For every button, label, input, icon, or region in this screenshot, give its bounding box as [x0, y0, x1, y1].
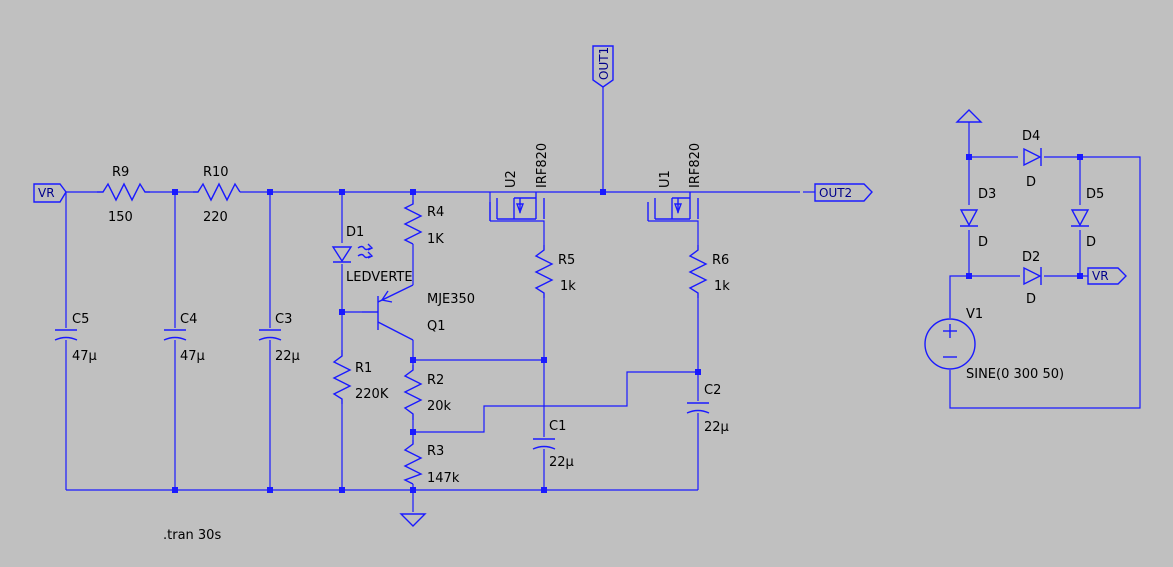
net-flag-out1-label: OUT1 [597, 47, 611, 80]
value-u2: IRF820 [535, 143, 550, 188]
wires [65, 86, 1141, 512]
value-c1: 22µ [549, 455, 574, 470]
value-d1: LEDVERTE [346, 270, 413, 285]
label-r4: R4 [427, 205, 444, 220]
net-flag-vr-in[interactable]: VR [33, 183, 67, 203]
capacitor-c3[interactable] [258, 329, 282, 341]
value-r2: 20k [427, 399, 452, 414]
label-r5: R5 [558, 253, 575, 268]
label-d5: D5 [1086, 187, 1104, 202]
resistor-r5[interactable] [534, 245, 554, 298]
value-r3: 147k [427, 471, 460, 486]
value-r6: 1k [714, 279, 730, 294]
resistor-r4[interactable] [403, 200, 423, 245]
value-v1: SINE(0 300 50) [966, 367, 1064, 382]
resistor-r6[interactable] [688, 245, 708, 298]
mosfet-u2[interactable] [489, 192, 545, 221]
label-r10: R10 [203, 165, 229, 180]
label-d2: D2 [1022, 250, 1040, 265]
label-c5: C5 [72, 312, 89, 327]
resistor-r9[interactable] [97, 182, 150, 202]
label-q1: Q1 [427, 319, 446, 334]
diode-d5[interactable] [1070, 209, 1090, 227]
diode-d4[interactable] [1023, 147, 1042, 167]
diode-d2[interactable] [1023, 266, 1042, 286]
value-d5: D [1086, 235, 1096, 250]
net-flag-vr-out-label: VR [1092, 269, 1109, 283]
ground-icon-bridge [955, 109, 983, 123]
resistor-r2[interactable] [403, 365, 423, 420]
label-c3: C3 [275, 312, 292, 327]
value-r9: 150 [108, 210, 133, 225]
mosfet-u1[interactable] [647, 192, 699, 221]
value-d4: D [1026, 175, 1036, 190]
value-c2: 22µ [704, 420, 729, 435]
value-r1: 220K [355, 387, 389, 402]
label-u2: U2 [504, 170, 519, 188]
value-r4: 1K [427, 232, 444, 247]
label-r6: R6 [712, 253, 729, 268]
voltage-source-v1[interactable] [924, 318, 976, 370]
capacitor-c2[interactable] [686, 402, 710, 414]
label-u1: U1 [658, 170, 673, 188]
label-r2: R2 [427, 373, 444, 388]
capacitor-c4[interactable] [163, 329, 187, 341]
label-c2: C2 [704, 383, 721, 398]
net-flag-vr-in-label: VR [38, 186, 55, 200]
label-c1: C1 [549, 419, 566, 434]
net-flag-vr-out[interactable]: VR [1087, 267, 1127, 285]
label-v1: V1 [966, 307, 983, 322]
diode-d3[interactable] [959, 209, 979, 227]
net-flag-out1[interactable]: OUT1 [592, 45, 614, 88]
label-r1: R1 [355, 361, 372, 376]
resistor-r1[interactable] [332, 350, 352, 404]
value-r5: 1k [560, 279, 576, 294]
net-flag-out2[interactable]: OUT2 [814, 183, 873, 202]
label-d4: D4 [1022, 129, 1040, 144]
value-d3: D [978, 235, 988, 250]
junctions [172, 154, 1083, 493]
transistor-q1[interactable] [362, 284, 414, 341]
label-r9: R9 [112, 165, 129, 180]
value-c4: 47µ [180, 349, 205, 364]
net-flag-out2-label: OUT2 [819, 186, 852, 200]
value-u1: IRF820 [688, 143, 703, 188]
resistor-r3[interactable] [403, 440, 423, 485]
label-d3: D3 [978, 187, 996, 202]
value-c3: 22µ [275, 349, 300, 364]
capacitor-c1[interactable] [532, 438, 556, 450]
value-c5: 47µ [72, 349, 97, 364]
label-r3: R3 [427, 444, 444, 459]
value-r10: 220 [203, 210, 228, 225]
capacitor-c5[interactable] [54, 329, 78, 341]
led-d1[interactable] [331, 243, 374, 263]
label-d1: D1 [346, 225, 364, 240]
resistor-r10[interactable] [193, 182, 241, 202]
label-c4: C4 [180, 312, 197, 327]
value-d2: D [1026, 292, 1036, 307]
value-q1: MJE350 [427, 292, 475, 307]
ground-icon [399, 513, 427, 527]
spice-directive-tran[interactable]: .tran 30s [163, 528, 221, 543]
